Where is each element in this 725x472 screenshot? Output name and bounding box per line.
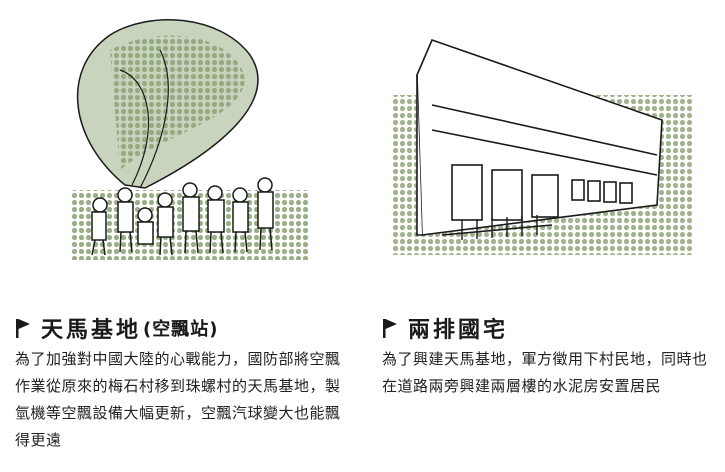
right-body: 為了興建天馬基地，軍方徵用下村民地，同時也在道路兩旁興建兩層樓的水泥房安置居民 xyxy=(382,350,708,395)
right-heading: 兩排國宅 xyxy=(382,312,508,344)
left-heading: 天馬基地 (空飄站) xyxy=(15,312,218,344)
housing-illustration xyxy=(392,38,692,255)
left-body: 為了加強對中國大陸的心戰能力，國防部將空飄作業從原來的梅石村移到珠螺村的天馬基地… xyxy=(15,350,341,449)
flag-icon xyxy=(15,317,31,339)
flag-icon xyxy=(382,317,398,339)
balloon-launch-illustration xyxy=(70,19,310,260)
left-title: 天馬基地 xyxy=(41,318,142,343)
left-panel: 天馬基地 (空飄站) 為了加強對中國大陸的心戰能力，國防部將空飄作業從原來的梅石… xyxy=(0,0,362,472)
left-subtitle: (空飄站) xyxy=(143,319,219,340)
right-panel: 兩排國宅 為了興建天馬基地，軍方徵用下村民地，同時也在道路兩旁興建兩層樓的水泥房… xyxy=(362,0,725,472)
right-title: 兩排國宅 xyxy=(408,318,509,343)
